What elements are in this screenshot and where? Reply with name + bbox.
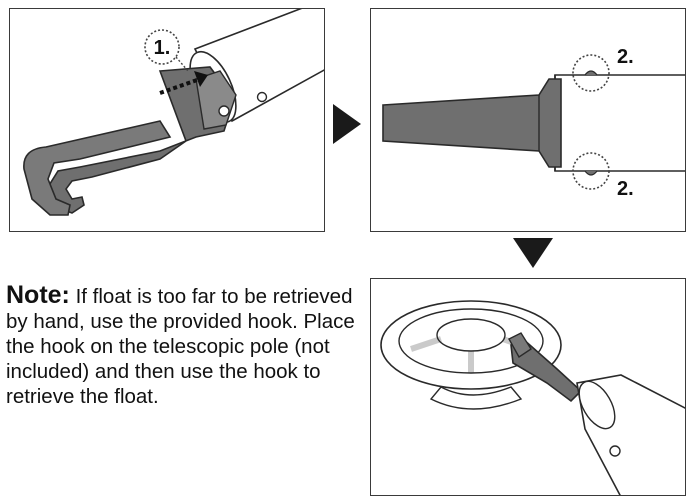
step-2-top-label: 2. [617, 46, 634, 68]
step-2-bottom-label: 2. [617, 178, 634, 200]
pole-button [256, 91, 268, 103]
float-base [429, 386, 523, 410]
step-2-bottom-circle [572, 152, 610, 190]
hook-detached-drawing: 2. 2. [382, 46, 685, 200]
step-1-circle [144, 29, 180, 65]
step-1-illustration: 1. [9, 8, 325, 232]
pole-button [609, 445, 621, 457]
slide-arrow-head [194, 71, 208, 87]
hook-retrieving-float-drawing [380, 300, 685, 495]
step-1-leader [175, 56, 189, 72]
note-paragraph: Note: If float is too far to be retrieve… [6, 283, 356, 409]
float-hub [436, 318, 506, 352]
hook-shaft [382, 78, 562, 168]
step-3-illustration [370, 278, 686, 496]
hook-pin [218, 105, 230, 117]
pole-segment [554, 74, 685, 172]
step-2-illustration: 2. 2. [370, 8, 686, 232]
note-body: If float is too far to be retrieved by h… [6, 285, 355, 408]
hook-tip [23, 120, 172, 216]
step-1-label: 1. [154, 37, 171, 59]
step-2-top-circle [572, 54, 610, 92]
slide-arrow [159, 77, 201, 95]
triangle-right-icon [333, 104, 361, 149]
triangle-down-icon [513, 238, 553, 273]
hook-on-pole-drawing: 1. [23, 9, 324, 216]
note-heading: Note: [6, 281, 70, 309]
